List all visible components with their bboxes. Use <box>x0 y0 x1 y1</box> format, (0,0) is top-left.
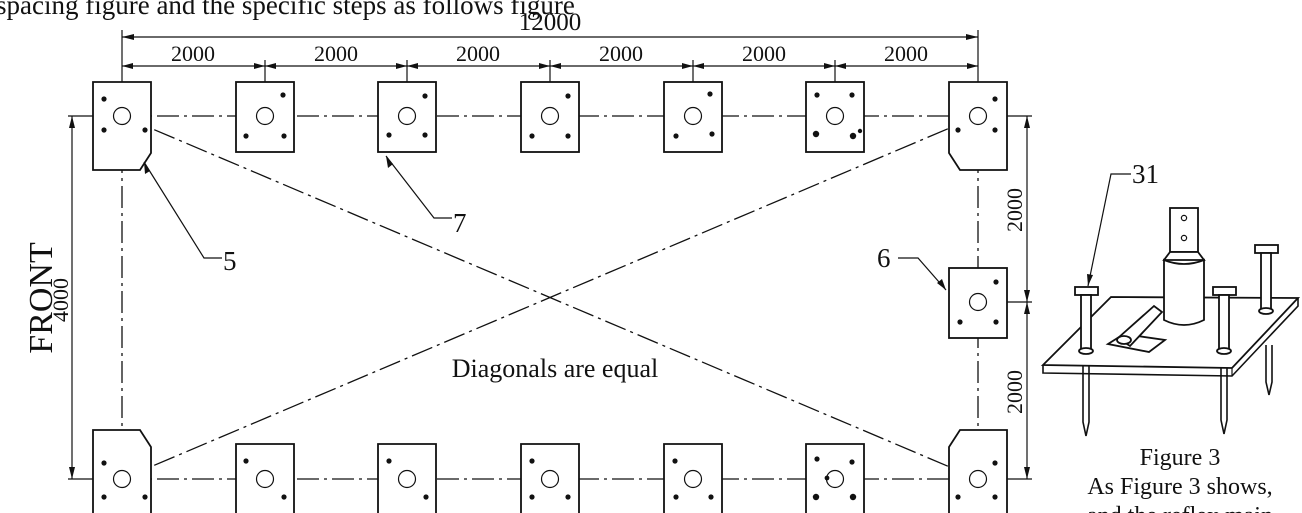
overall-dimension: 12000 <box>121 9 979 112</box>
callout-5: 5 <box>143 161 237 276</box>
base-plate-top-1 <box>92 81 152 171</box>
callout-31-label: 31 <box>1132 159 1159 189</box>
width-dimension: 4000 <box>48 115 122 480</box>
figure-3-caption-line2: As Figure 3 shows, <box>1087 474 1272 500</box>
figure-3-post <box>1162 207 1206 326</box>
side-upper-label: 2000 <box>1002 188 1027 232</box>
callout-6-label: 6 <box>877 243 891 273</box>
base-plate-bottom-6 <box>805 443 865 513</box>
bay-label-3: 2000 <box>456 41 500 66</box>
figure-3-bolt-right <box>1254 244 1279 315</box>
figure-3-bolt-left <box>1074 286 1099 355</box>
bay-label-6: 2000 <box>884 41 928 66</box>
callout-6: 6 <box>877 243 947 291</box>
side-lower-label: 2000 <box>1002 370 1027 414</box>
side-dimensions: 2000 2000 <box>978 115 1032 480</box>
figure-3-caption-line3: and the reflex main <box>1087 503 1273 513</box>
base-plate-bottom-2 <box>235 443 295 513</box>
bay-label-5: 2000 <box>742 41 786 66</box>
figure-3-bracket <box>1105 304 1168 353</box>
diagonals-note: Diagonals are equal <box>452 354 658 383</box>
base-plate-mid-right <box>948 267 1008 339</box>
front-label: FRONT <box>23 242 60 354</box>
header-text: spacing figure and the specific steps as… <box>0 0 575 20</box>
callout-7-label: 7 <box>453 208 467 238</box>
total-length-label: 12000 <box>519 9 582 36</box>
bay-dimensions: 2000 2000 2000 2000 2000 2000 <box>122 41 978 112</box>
callout-31: 31 <box>1087 159 1159 287</box>
base-plate-bottom-4 <box>520 443 580 513</box>
base-plate-top-2 <box>235 81 295 153</box>
figure-3-bolt-mid <box>1212 286 1237 355</box>
centerlines <box>121 115 979 480</box>
base-plate-top-3 <box>377 81 437 153</box>
width-label: 4000 <box>48 278 73 322</box>
base-plate-bottom-3 <box>377 443 437 513</box>
base-plate-bottom-1 <box>92 429 152 513</box>
bay-label-1: 2000 <box>171 41 215 66</box>
base-plate-top-5 <box>663 81 723 153</box>
base-plate-bottom-7 <box>948 429 1008 513</box>
base-plate-top-6 <box>805 81 865 153</box>
callout-5-label: 5 <box>223 246 237 276</box>
figure-3-caption: Figure 3 <box>1140 445 1221 471</box>
base-plate-top-7 <box>948 81 1008 171</box>
bay-label-2: 2000 <box>314 41 358 66</box>
figure-3-illustration: 31 <box>1040 159 1301 437</box>
ground-spikes <box>1082 345 1273 437</box>
base-plate-top-4 <box>520 81 580 153</box>
callout-7: 7 <box>385 155 467 238</box>
bay-label-4: 2000 <box>599 41 643 66</box>
base-plate-bottom-5 <box>663 443 723 513</box>
